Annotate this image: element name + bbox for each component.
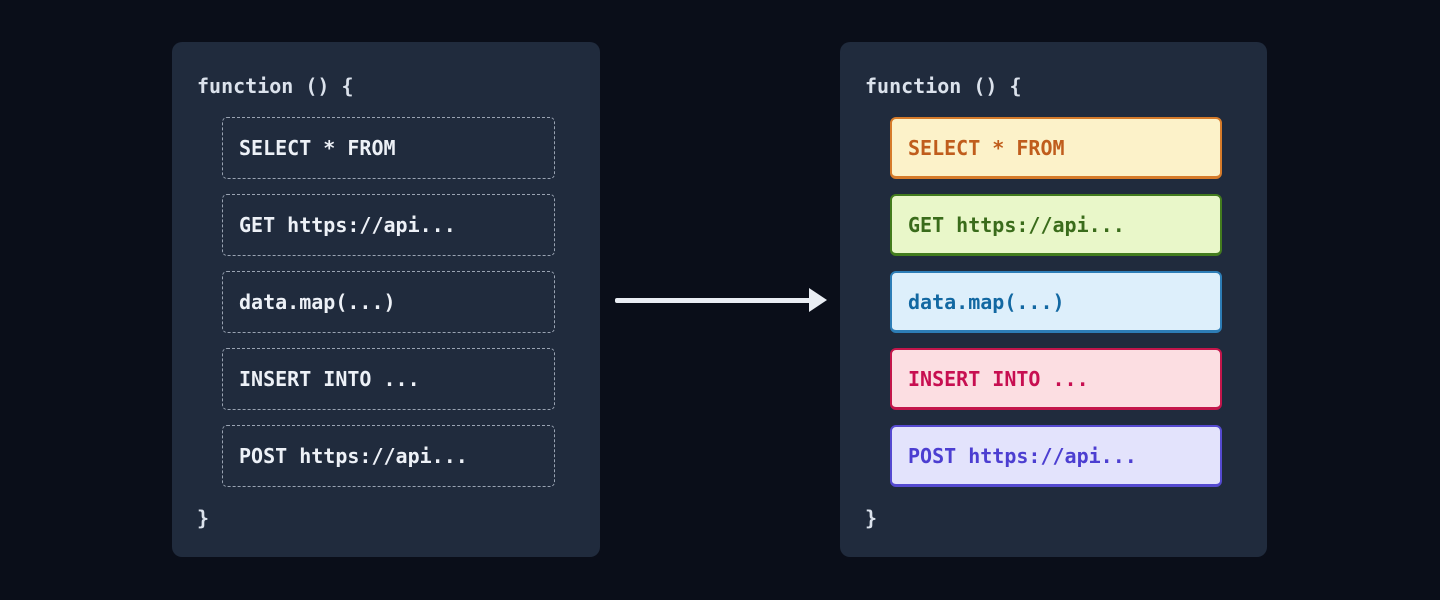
arrow-head [809, 288, 827, 312]
function-signature-after: function () { [865, 74, 1022, 98]
statement-insert-after: INSERT INTO ... [890, 348, 1222, 410]
function-signature-before: function () { [197, 74, 354, 98]
arrow-shaft [615, 298, 811, 303]
code-block-after: function () { SELECT * FROM GET https://a… [840, 42, 1267, 557]
closing-brace-before: } [197, 506, 210, 530]
statement-data-after: data.map(...) [890, 271, 1222, 333]
statement-get-before: GET https://api... [222, 194, 555, 256]
statement-get-after: GET https://api... [890, 194, 1222, 256]
statement-insert-before: INSERT INTO ... [222, 348, 555, 410]
statement-list-before: SELECT * FROM GET https://api... data.map(… [222, 117, 555, 487]
statement-data-before: data.map(...) [222, 271, 555, 333]
statement-post-before: POST https://api... [222, 425, 555, 487]
flow-arrow-icon [615, 288, 827, 312]
closing-brace-after: } [865, 506, 878, 530]
statement-select-after: SELECT * FROM [890, 117, 1222, 179]
code-block-before: function () { SELECT * FROM GET https://a… [172, 42, 600, 557]
statement-list-after: SELECT * FROM GET https://api... data.map(… [890, 117, 1222, 487]
statement-post-after: POST https://api... [890, 425, 1222, 487]
statement-select-before: SELECT * FROM [222, 117, 555, 179]
